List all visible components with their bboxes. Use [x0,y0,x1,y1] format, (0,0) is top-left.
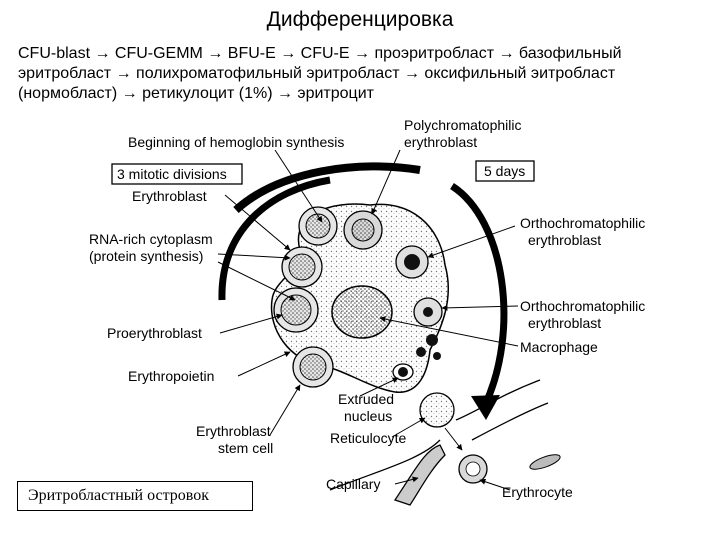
label-stem-line1: Erythroblast [196,423,271,439]
macrophage-nucleus [331,285,393,339]
page-title: Дифференцировка [266,8,454,31]
pathway-line-3: (нормобласт) → ретикулоцит (1%) → эритро… [18,85,374,102]
label-rna-rich-line1: RNA-rich cytoplasm [89,231,213,247]
label-rna-rich-line2: (protein synthesis) [89,248,203,264]
cell-orthochromatophilic-2 [413,297,443,327]
five-days-box [475,160,535,182]
label-ortho2-line2: erythroblast [528,315,601,331]
label-extruded-line1: Extruded [338,391,394,407]
cell-proerythroblast [273,287,319,333]
cell-orthochromatophilic-1 [395,245,429,279]
pathway-line-1: CFU-blast → CFU-GEMM → BFU-E → CFU-E → п… [18,45,622,62]
engulfed-nuclei [416,334,441,360]
label-five-days: 5 days [484,163,525,179]
erythrocyte-side-view [529,454,561,470]
capillary-wall-upper-inner [471,402,549,441]
label-erythrocyte: Erythrocyte [502,484,573,500]
time-arc-arrow-outer [233,162,421,213]
cell-erythroblast-stem [292,346,334,388]
capillary-segment [393,444,446,506]
reticulocyte-cell [419,392,455,428]
capillary-wall-lower [329,439,441,491]
label-erythroblast: Erythroblast [132,188,207,204]
label-reticulocyte: Reticulocyte [330,430,406,446]
label-polychromatophilic-line2: erythroblast [404,134,477,150]
cell-polychromatophilic-erythroblast [343,210,383,250]
erythrocyte-center [465,461,481,477]
capillary-wall-upper [455,379,541,421]
label-capillary: Capillary [326,476,380,492]
time-arc-arrow-inner [218,176,331,301]
cell-basophilic-erythroblast [298,206,338,246]
label-erythropoietin: Erythropoietin [128,368,214,384]
label-stem-line2: stem cell [218,440,273,456]
mitotic-divisions-box [111,163,243,185]
differentiation-pathway: CFU-blast → CFU-GEMM → BFU-E → CFU-E → п… [18,44,708,104]
label-ortho1-line1: Orthochromatophilic [520,215,645,231]
caption-box: Эритробластный островок [17,481,253,511]
label-hemoglobin-synthesis: Beginning of hemoglobin synthesis [128,134,344,150]
label-proerythroblast: Proerythroblast [107,325,202,341]
five-days-arc-arrow [450,183,508,407]
leader-lines [217,149,519,491]
label-macrophage: Macrophage [520,339,598,355]
extruded-nucleus [392,363,414,381]
label-mitotic-divisions: 3 mitotic divisions [117,166,227,182]
five-days-arrowhead [471,395,500,420]
label-extruded-line2: nucleus [344,408,392,424]
label-polychromatophilic-line1: Polychromatophilic [404,117,522,133]
pathway-line-2: эритробласт → полихроматофильный эритроб… [18,65,616,82]
label-ortho1-line2: erythroblast [528,232,601,248]
label-ortho2-line1: Orthochromatophilic [520,298,645,314]
cell-erythroblast [281,246,323,288]
